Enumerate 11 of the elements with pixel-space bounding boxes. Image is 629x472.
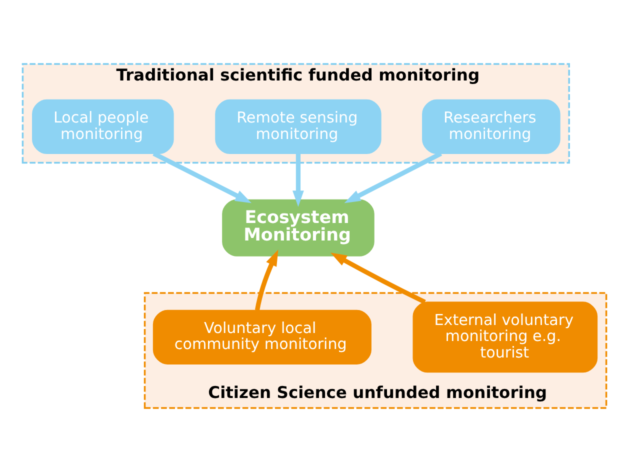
node-box: External voluntary monitoring e.g. tourist [412,302,598,373]
arrow [330,252,426,304]
arrow [254,250,278,311]
arrow [152,152,252,204]
node-box: Remote sensing monitoring [215,99,382,154]
node-box: Researchers monitoring [422,99,560,154]
arrow [344,152,442,204]
arrow [292,154,304,207]
node-box: Ecosystem Monitoring [222,199,374,256]
node-box: Voluntary local community monitoring [152,310,372,364]
node-box: Local people monitoring [32,99,174,154]
